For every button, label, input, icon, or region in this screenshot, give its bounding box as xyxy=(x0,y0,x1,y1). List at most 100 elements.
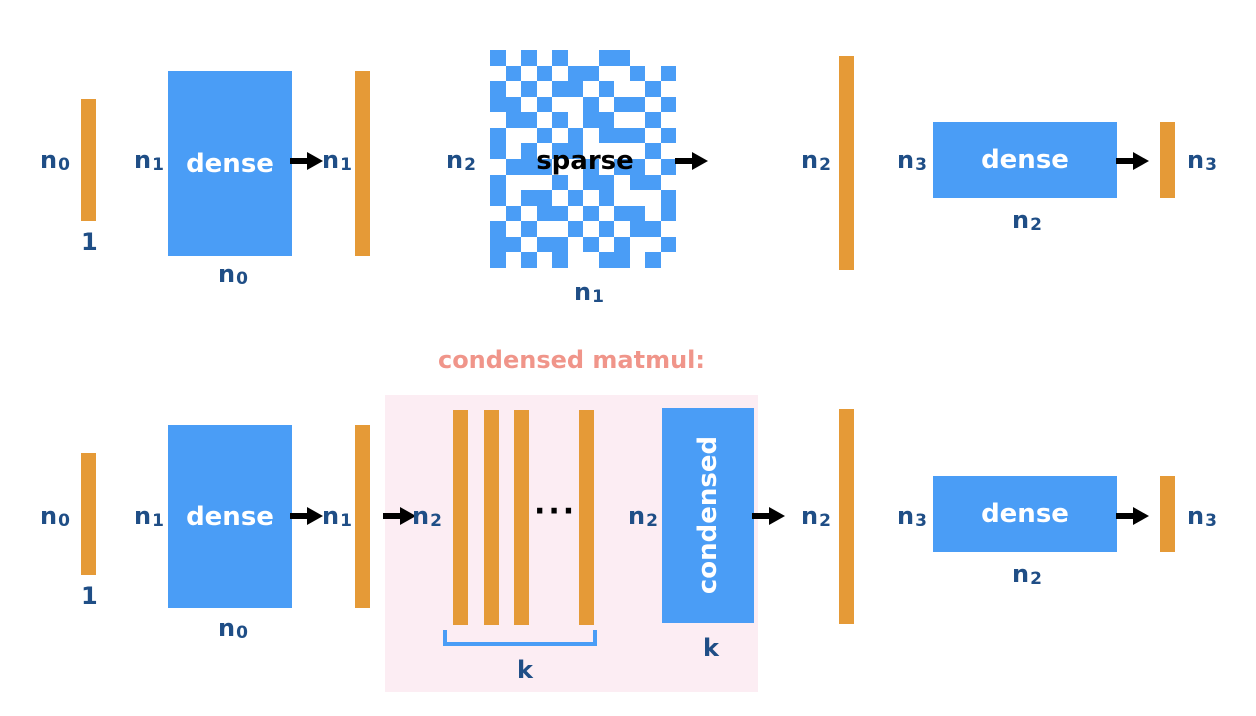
out1-rows-label: n1 xyxy=(322,502,352,531)
sparse-cell xyxy=(490,50,506,66)
sparse-cell xyxy=(536,65,552,82)
sparse-cell xyxy=(505,205,521,222)
sparse-cell xyxy=(505,65,521,82)
sparse-cell xyxy=(598,221,614,237)
sparse-cell xyxy=(506,221,522,237)
sparse-cell xyxy=(645,143,661,159)
sparse-cell xyxy=(661,175,677,191)
sparse-cell xyxy=(552,252,568,268)
sparse-cell xyxy=(583,190,599,206)
sparse-cell xyxy=(506,81,522,97)
sparse-cell xyxy=(490,206,506,222)
brace-icon xyxy=(443,630,597,646)
sparse-cell xyxy=(490,96,506,113)
sparse-cell xyxy=(614,205,630,222)
sparse-cell xyxy=(614,50,630,66)
arrow-icon xyxy=(383,507,416,525)
sparse-cell xyxy=(506,175,522,191)
sparse-cell xyxy=(536,190,552,206)
sparse-cell xyxy=(583,236,599,253)
sparse-matrix xyxy=(490,50,676,268)
sparse-cell xyxy=(598,112,614,128)
dense-matrix-2: dense xyxy=(933,476,1117,552)
sparse-cell xyxy=(614,66,630,82)
sparse-cell xyxy=(660,127,676,144)
sparse-cell xyxy=(614,158,630,175)
sparse-cell xyxy=(521,50,537,66)
sparse-cell xyxy=(521,81,537,97)
input-vector xyxy=(81,99,96,221)
sparse-cell xyxy=(490,127,506,144)
condensed-matmul-title: condensed matmul: xyxy=(437,346,706,374)
sparse-cell xyxy=(552,174,568,191)
sparse-cell xyxy=(552,112,568,128)
dense1-rows-label: n1 xyxy=(134,146,164,175)
sparse-cell xyxy=(583,158,599,175)
sparse-cell xyxy=(552,81,568,97)
sparse-cell xyxy=(536,205,552,222)
sparse-cell xyxy=(630,112,646,128)
sparse-cell xyxy=(645,81,661,97)
gathered-column-2 xyxy=(484,410,499,625)
input-vector xyxy=(81,453,96,575)
output-vector xyxy=(1160,476,1175,552)
sparse-cell xyxy=(629,127,645,144)
sparse-cell xyxy=(568,50,584,66)
ellipsis: ··· xyxy=(534,494,578,529)
sparse-cell xyxy=(506,128,522,144)
condensed-k-label: k xyxy=(703,634,719,662)
sparse-cell xyxy=(583,50,599,66)
dense1-cols-label: n0 xyxy=(218,614,248,643)
sparse-cell xyxy=(614,175,630,191)
sparse-cell xyxy=(490,190,506,206)
sparse-cell xyxy=(630,237,646,253)
sparse-cell xyxy=(645,174,661,191)
sparse-cell xyxy=(505,158,521,175)
sparse-cell xyxy=(521,158,537,175)
sparse-cell xyxy=(660,65,676,82)
sparse-cell xyxy=(645,206,661,222)
dense1-cols-label: n0 xyxy=(218,260,248,289)
arrow-icon xyxy=(1116,507,1149,525)
sparse-cell xyxy=(552,50,568,66)
sparse-cell xyxy=(598,50,614,66)
sparse-cell xyxy=(568,112,584,128)
sparse-cell xyxy=(630,50,646,66)
sparse-cell xyxy=(629,205,645,222)
sparse-cell xyxy=(599,97,615,113)
sparse-cell xyxy=(552,97,568,113)
sparse-cell xyxy=(660,190,676,206)
sparse-cell xyxy=(599,237,615,253)
sparse-cell xyxy=(521,97,537,113)
sparse-cell xyxy=(521,112,537,128)
sparse-cell xyxy=(552,143,568,159)
sparse-cell xyxy=(567,81,583,97)
sparse-cell xyxy=(645,66,661,82)
sparse-cell xyxy=(552,190,568,206)
sparse-cell xyxy=(568,237,584,253)
gather-k-label: k xyxy=(517,656,533,684)
sparse-cell xyxy=(598,81,614,97)
sparse-cell xyxy=(537,112,553,128)
sparse-cell xyxy=(521,128,537,144)
sparse-cell xyxy=(660,96,676,113)
sparse-cell xyxy=(598,252,614,268)
sparse-cell xyxy=(630,190,646,206)
sparse-label: sparse xyxy=(536,146,634,176)
sparse-cell xyxy=(629,96,645,113)
dense-matrix-1: dense xyxy=(168,71,292,256)
sparse-cell xyxy=(505,96,521,113)
input-cols-label: 1 xyxy=(81,582,98,610)
out2-rows-label: n2 xyxy=(801,146,831,175)
sparse-cell xyxy=(661,221,677,237)
sparse-cell xyxy=(645,112,661,128)
sparse-cell xyxy=(552,205,568,222)
sparse-cell xyxy=(506,252,522,268)
sparse-cell xyxy=(645,252,661,268)
sparse-cell xyxy=(661,252,677,268)
sparse-cell xyxy=(490,221,506,237)
sparse-cell xyxy=(630,81,646,97)
dense2-rows-label: n3 xyxy=(897,502,927,531)
sparse-cell xyxy=(536,236,552,253)
sparse-cell xyxy=(629,221,645,237)
